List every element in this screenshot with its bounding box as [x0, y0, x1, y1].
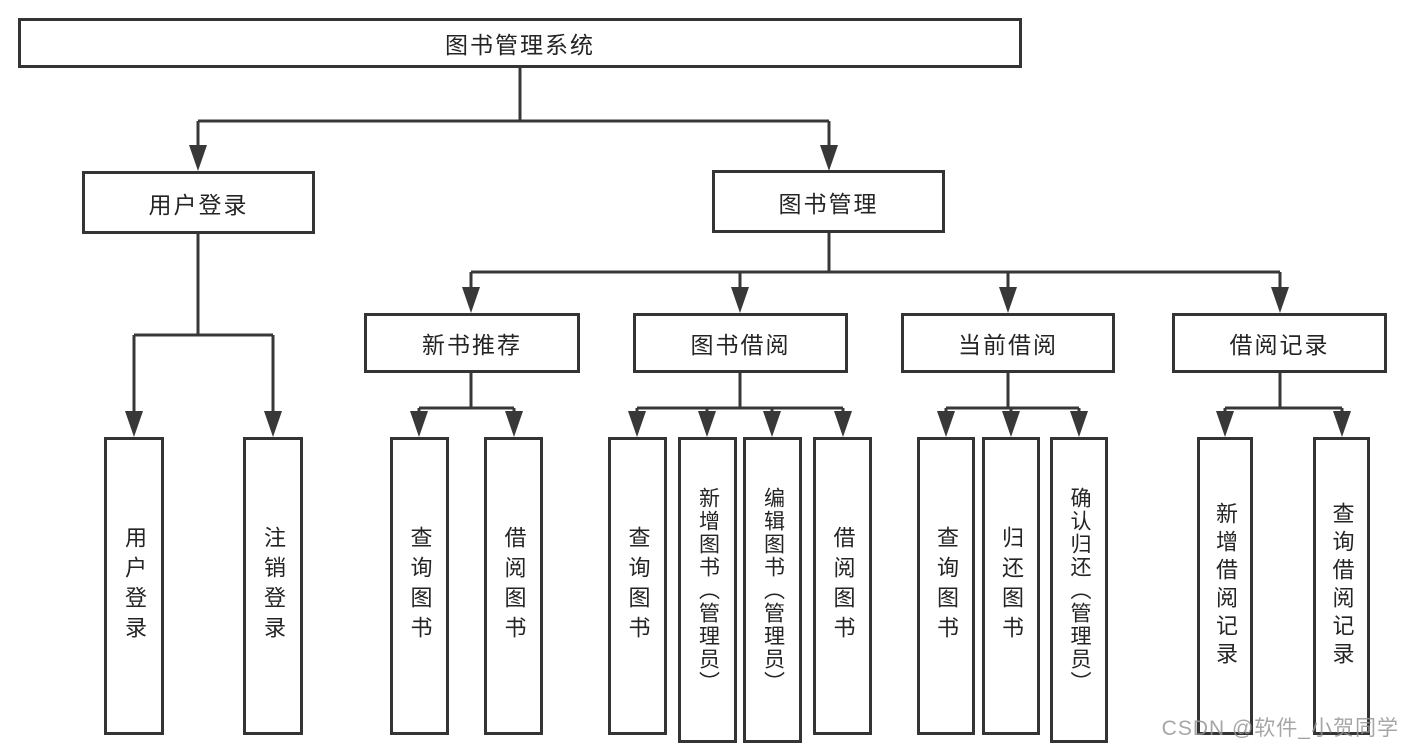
leaf-label: 注销登录 [261, 526, 286, 646]
node-label: 用户登录 [148, 191, 249, 218]
node-book-management: 图书管理 [712, 170, 945, 233]
leaf-label: 新增图书（管理员） [696, 486, 720, 694]
leaf-edit-books-admin: 编辑图书（管理员） [743, 437, 802, 743]
leaf-label: 查询图书 [934, 526, 959, 646]
leaf-label: 用户登录 [122, 526, 147, 646]
leaf-query-books-borrowing: 查询图书 [608, 437, 667, 735]
leaf-label: 借阅图书 [501, 526, 527, 646]
leaf-borrow-books-recommend: 借阅图书 [484, 437, 543, 735]
leaf-add-books-admin: 新增图书（管理员） [678, 437, 737, 743]
leaf-label: 借阅图书 [830, 526, 856, 646]
node-borrowing-records: 借阅记录 [1172, 313, 1387, 373]
node-label: 借阅记录 [1229, 332, 1330, 358]
watermark-text: CSDN @软件_小贺同学 [1161, 717, 1399, 740]
leaf-logout: 注销登录 [243, 437, 303, 735]
node-label: 当前借阅 [958, 332, 1058, 358]
leaf-query-books-current: 查询图书 [917, 437, 975, 735]
node-book-borrowing: 图书借阅 [633, 313, 848, 373]
node-label: 新书推荐 [422, 332, 522, 358]
node-label: 图书管理 [778, 190, 879, 217]
leaf-user-login: 用户登录 [104, 437, 164, 735]
leaf-label: 编辑图书（管理员） [761, 486, 785, 694]
node-new-book-recommendation: 新书推荐 [364, 313, 580, 373]
node-current-borrowing: 当前借阅 [901, 313, 1115, 373]
leaf-query-books-recommend: 查询图书 [390, 437, 449, 735]
leaf-label: 查询图书 [625, 526, 651, 646]
leaf-label: 新增借阅记录 [1213, 502, 1238, 670]
leaf-add-borrow-record: 新增借阅记录 [1197, 437, 1253, 735]
node-user-login: 用户登录 [82, 171, 315, 234]
leaf-label: 归还图书 [999, 526, 1024, 646]
leaf-borrow-books-borrowing: 借阅图书 [813, 437, 872, 735]
leaf-label: 确认归还（管理员） [1068, 486, 1091, 694]
leaf-return-books: 归还图书 [982, 437, 1040, 735]
node-library-management-system: 图书管理系统 [18, 18, 1022, 68]
leaf-confirm-return-admin: 确认归还（管理员） [1050, 437, 1108, 743]
leaf-label: 查询借阅记录 [1329, 502, 1355, 670]
node-label: 图书借阅 [690, 332, 791, 358]
node-label: 图书管理系统 [445, 32, 595, 58]
arrowheads [125, 145, 1351, 437]
leaf-label: 查询图书 [407, 526, 433, 646]
leaf-query-borrow-record: 查询借阅记录 [1313, 437, 1370, 735]
